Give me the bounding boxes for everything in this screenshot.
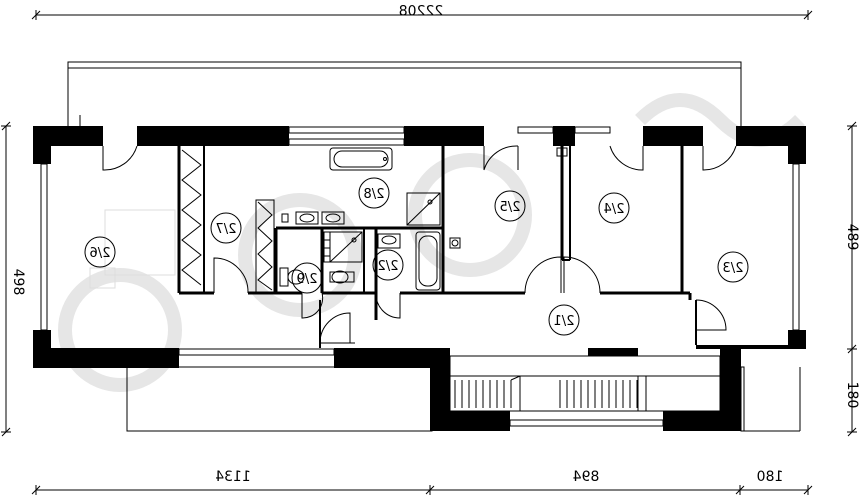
room-2-8: 2/8 — [358, 177, 390, 209]
room-2-1: 2/1 — [548, 304, 580, 336]
partitions — [177, 146, 697, 348]
room-label: 2/5 — [500, 200, 521, 215]
wardrobe-hatching — [181, 149, 275, 293]
room-2-2: 2/2 — [372, 249, 404, 281]
room-label: 2/2 — [378, 259, 399, 274]
walls — [33, 126, 806, 431]
fixtures — [279, 147, 733, 359]
stairs — [449, 355, 721, 412]
room-label: 2/7 — [216, 222, 237, 237]
room-label: 2/6 — [90, 246, 111, 261]
room-label: 2/4 — [604, 202, 625, 217]
room-labels: 2/1 2/2 2/3 2/4 2/5 2/6 2/7 2/8 — [84, 177, 749, 336]
room-2-6: 2/6 — [84, 236, 116, 268]
door-swings — [102, 145, 737, 344]
room-2-4: 2/4 — [598, 192, 630, 224]
room-label: 2/9 — [297, 272, 318, 287]
dim-right-bay: 180 — [844, 382, 860, 409]
windows — [40, 126, 800, 427]
dimension-lines — [1, 10, 857, 495]
room-label: 2/3 — [723, 261, 744, 276]
dim-bottom-left: 1134 — [215, 469, 251, 485]
room-2-7: 2/7 — [210, 212, 242, 244]
dim-bottom-right: 180 — [757, 469, 784, 485]
room-2-9: 2/9 — [291, 262, 323, 294]
dim-top-total: 22208 — [399, 4, 444, 20]
room-2-5: 2/5 — [494, 190, 526, 222]
terrace-outline — [67, 61, 801, 432]
room-2-3: 2/3 — [717, 251, 749, 283]
room-label: 2/8 — [364, 187, 385, 202]
dim-bottom-mid: 894 — [573, 469, 600, 485]
dim-right-depth: 489 — [844, 224, 860, 251]
room-label: 2/1 — [554, 314, 575, 329]
furniture-ghost — [89, 209, 176, 289]
dim-left-depth: 498 — [10, 269, 26, 296]
